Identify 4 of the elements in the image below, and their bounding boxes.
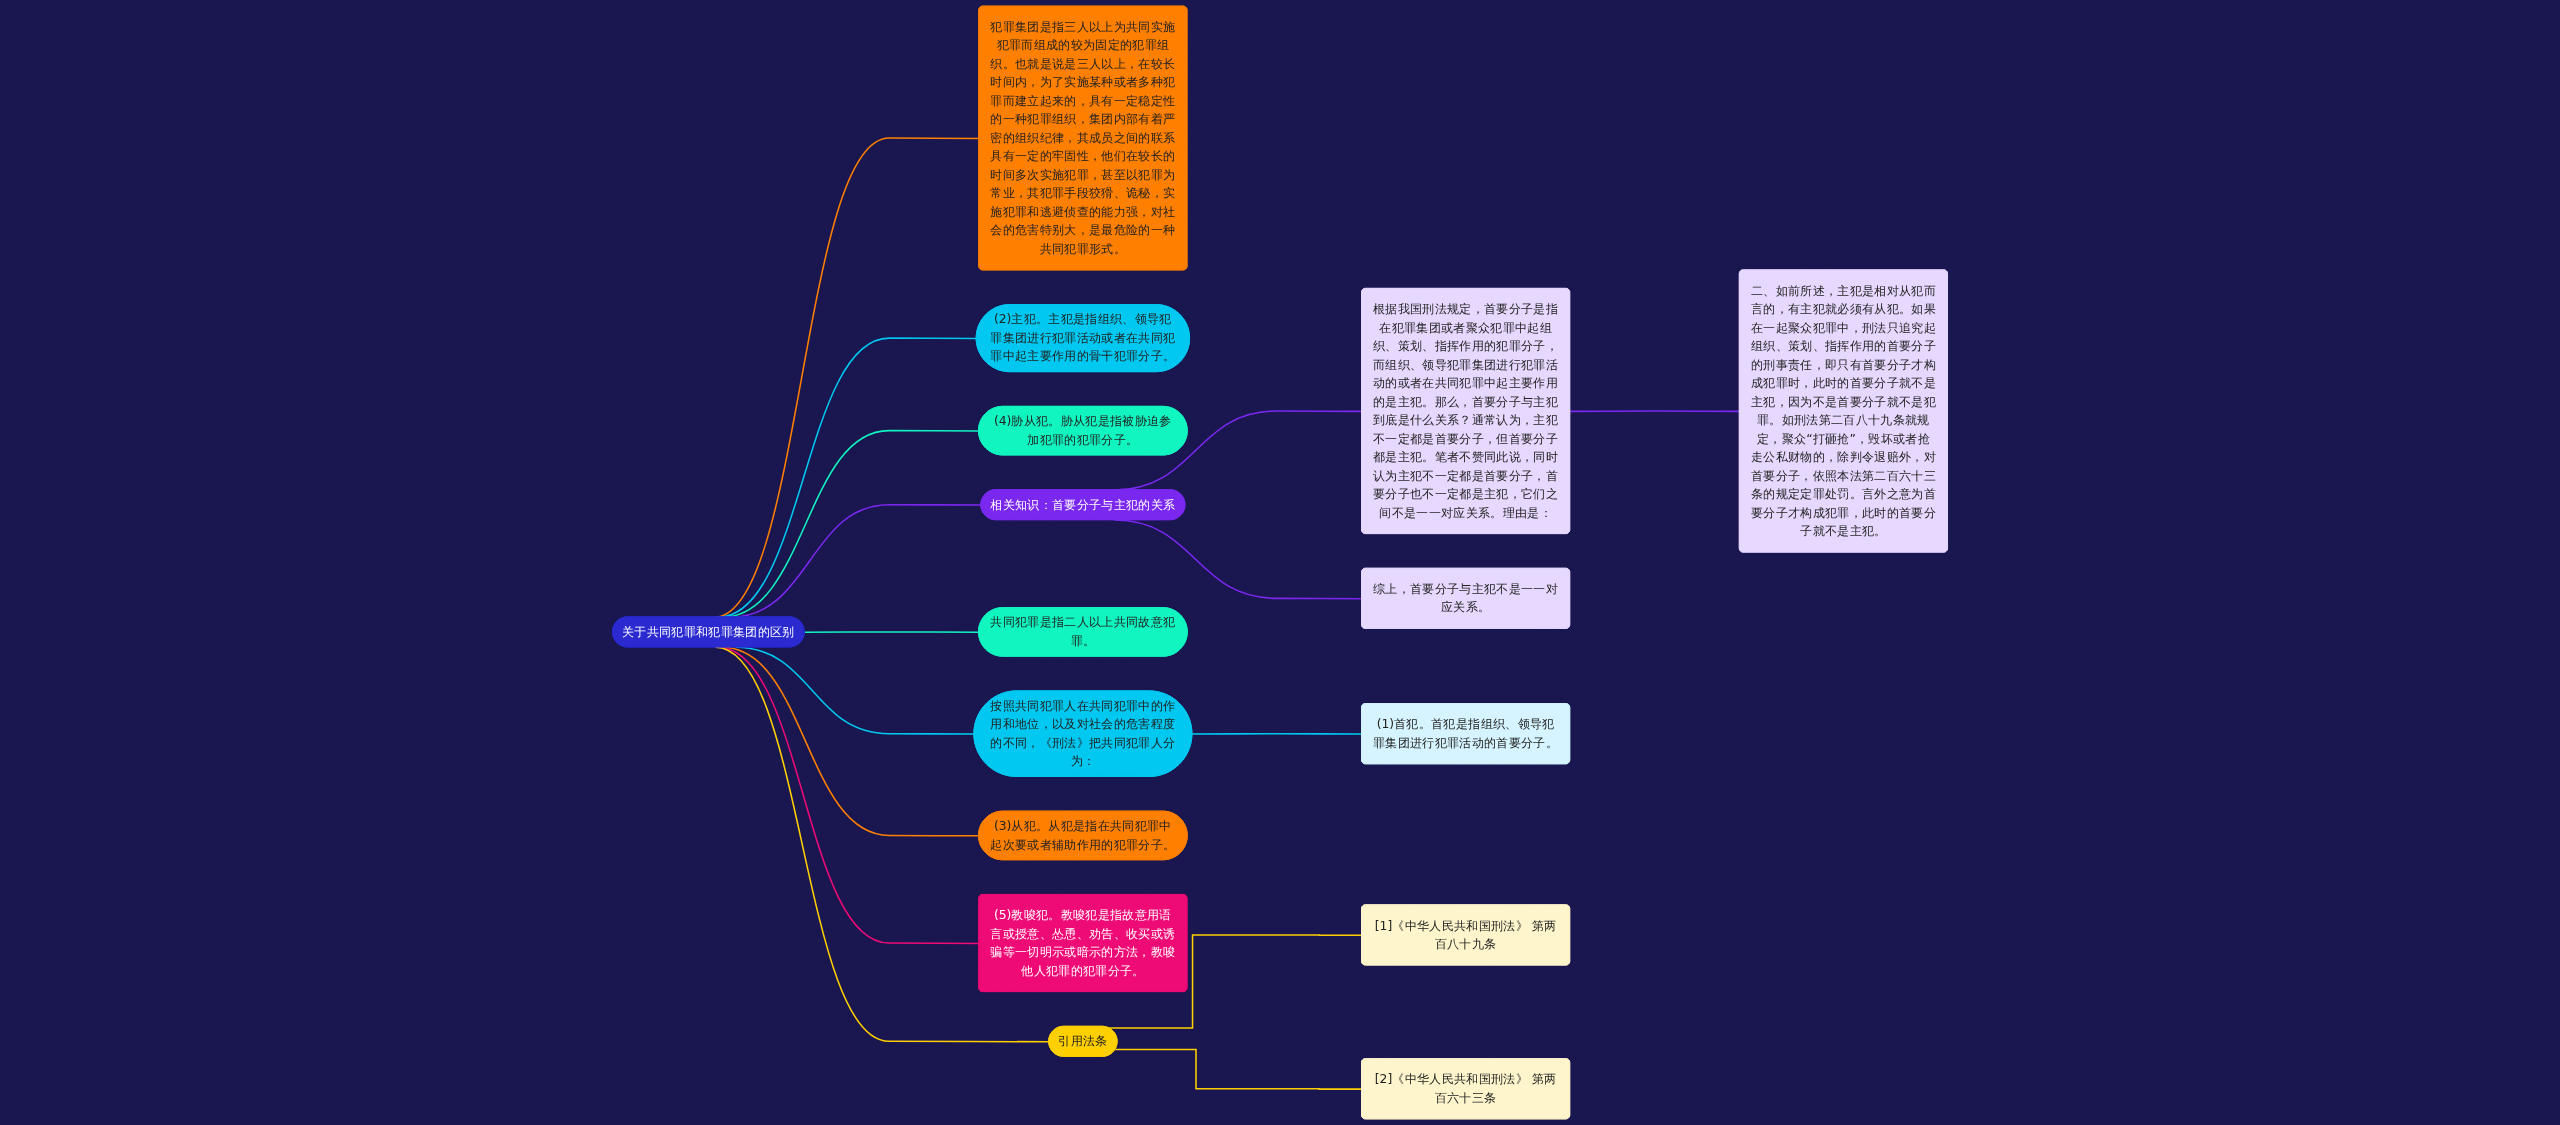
connector bbox=[1569, 410, 1741, 413]
connector bbox=[1114, 1048, 1363, 1090]
connector bbox=[1191, 732, 1363, 735]
connector bbox=[803, 631, 980, 634]
